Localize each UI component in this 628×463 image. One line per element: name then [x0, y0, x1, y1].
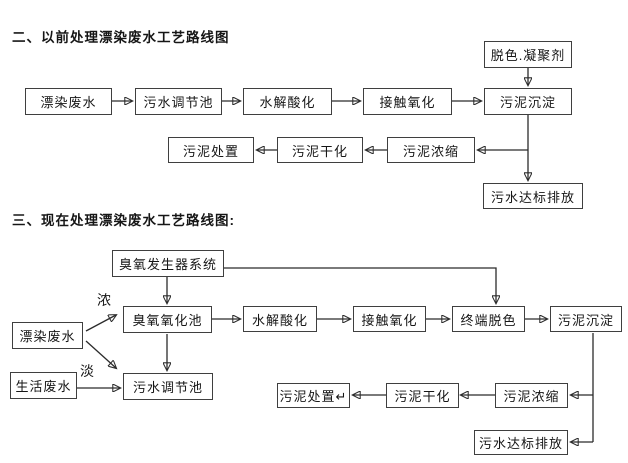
- node-cur-ozone-oxidation-tank: 臭氧氧化池: [123, 306, 212, 333]
- node-prev-sludge-thickening: 污泥浓缩: [387, 137, 475, 163]
- arrow-cur-generator-to-terminal-decolor: [224, 267, 496, 303]
- section-title-previous: 二、以前处理漂染废水工艺路线图: [12, 30, 230, 45]
- node-cur-adjust-tank: 污水调节池: [123, 373, 213, 400]
- edge-label-dilute: 淡: [80, 363, 94, 379]
- node-cur-ozone-generator: 臭氧发生器系统: [112, 250, 224, 277]
- node-cur-discharge-standard: 污水达标排放: [474, 430, 568, 455]
- edge-label-concentrated: 浓: [97, 292, 111, 308]
- node-prev-sludge-drying: 污泥干化: [277, 137, 363, 163]
- section-title-current: 三、现在处理漂染废水工艺路线图:: [12, 213, 235, 228]
- node-prev-hydrolysis: 水解酸化: [243, 88, 332, 115]
- node-cur-contact-oxidation: 接触氧化: [353, 306, 426, 332]
- node-prev-adjust-tank: 污水调节池: [135, 88, 222, 115]
- node-prev-dye-wastewater: 漂染废水: [25, 88, 112, 115]
- node-prev-contact-oxidation: 接触氧化: [363, 88, 452, 115]
- node-cur-terminal-decolor: 终端脱色: [452, 306, 525, 332]
- node-cur-hydrolysis: 水解酸化: [243, 306, 317, 332]
- node-prev-discharge-standard: 污水达标排放: [483, 183, 583, 209]
- node-cur-sludge-thickening: 污泥浓缩: [495, 383, 568, 408]
- arrow-cur-dye-to-adjust-dilute: [85, 340, 116, 368]
- node-cur-dye-wastewater: 漂染废水: [12, 322, 83, 349]
- node-cur-domestic-wastewater: 生活废水: [10, 372, 77, 399]
- node-prev-sludge-disposal: 污泥处置: [168, 137, 254, 163]
- node-prev-decolor-coagulant: 脱色.凝聚剂: [484, 41, 572, 68]
- node-cur-sludge-drying: 污泥干化: [386, 383, 459, 408]
- arrow-cur-dye-to-ozonetank-concentrated: [85, 315, 116, 332]
- node-cur-sludge-disposal: 污泥处置↵: [277, 383, 350, 408]
- node-cur-sludge-sedimentation: 污泥沉淀: [550, 306, 622, 332]
- node-prev-sludge-sedimentation: 污泥沉淀: [484, 88, 572, 115]
